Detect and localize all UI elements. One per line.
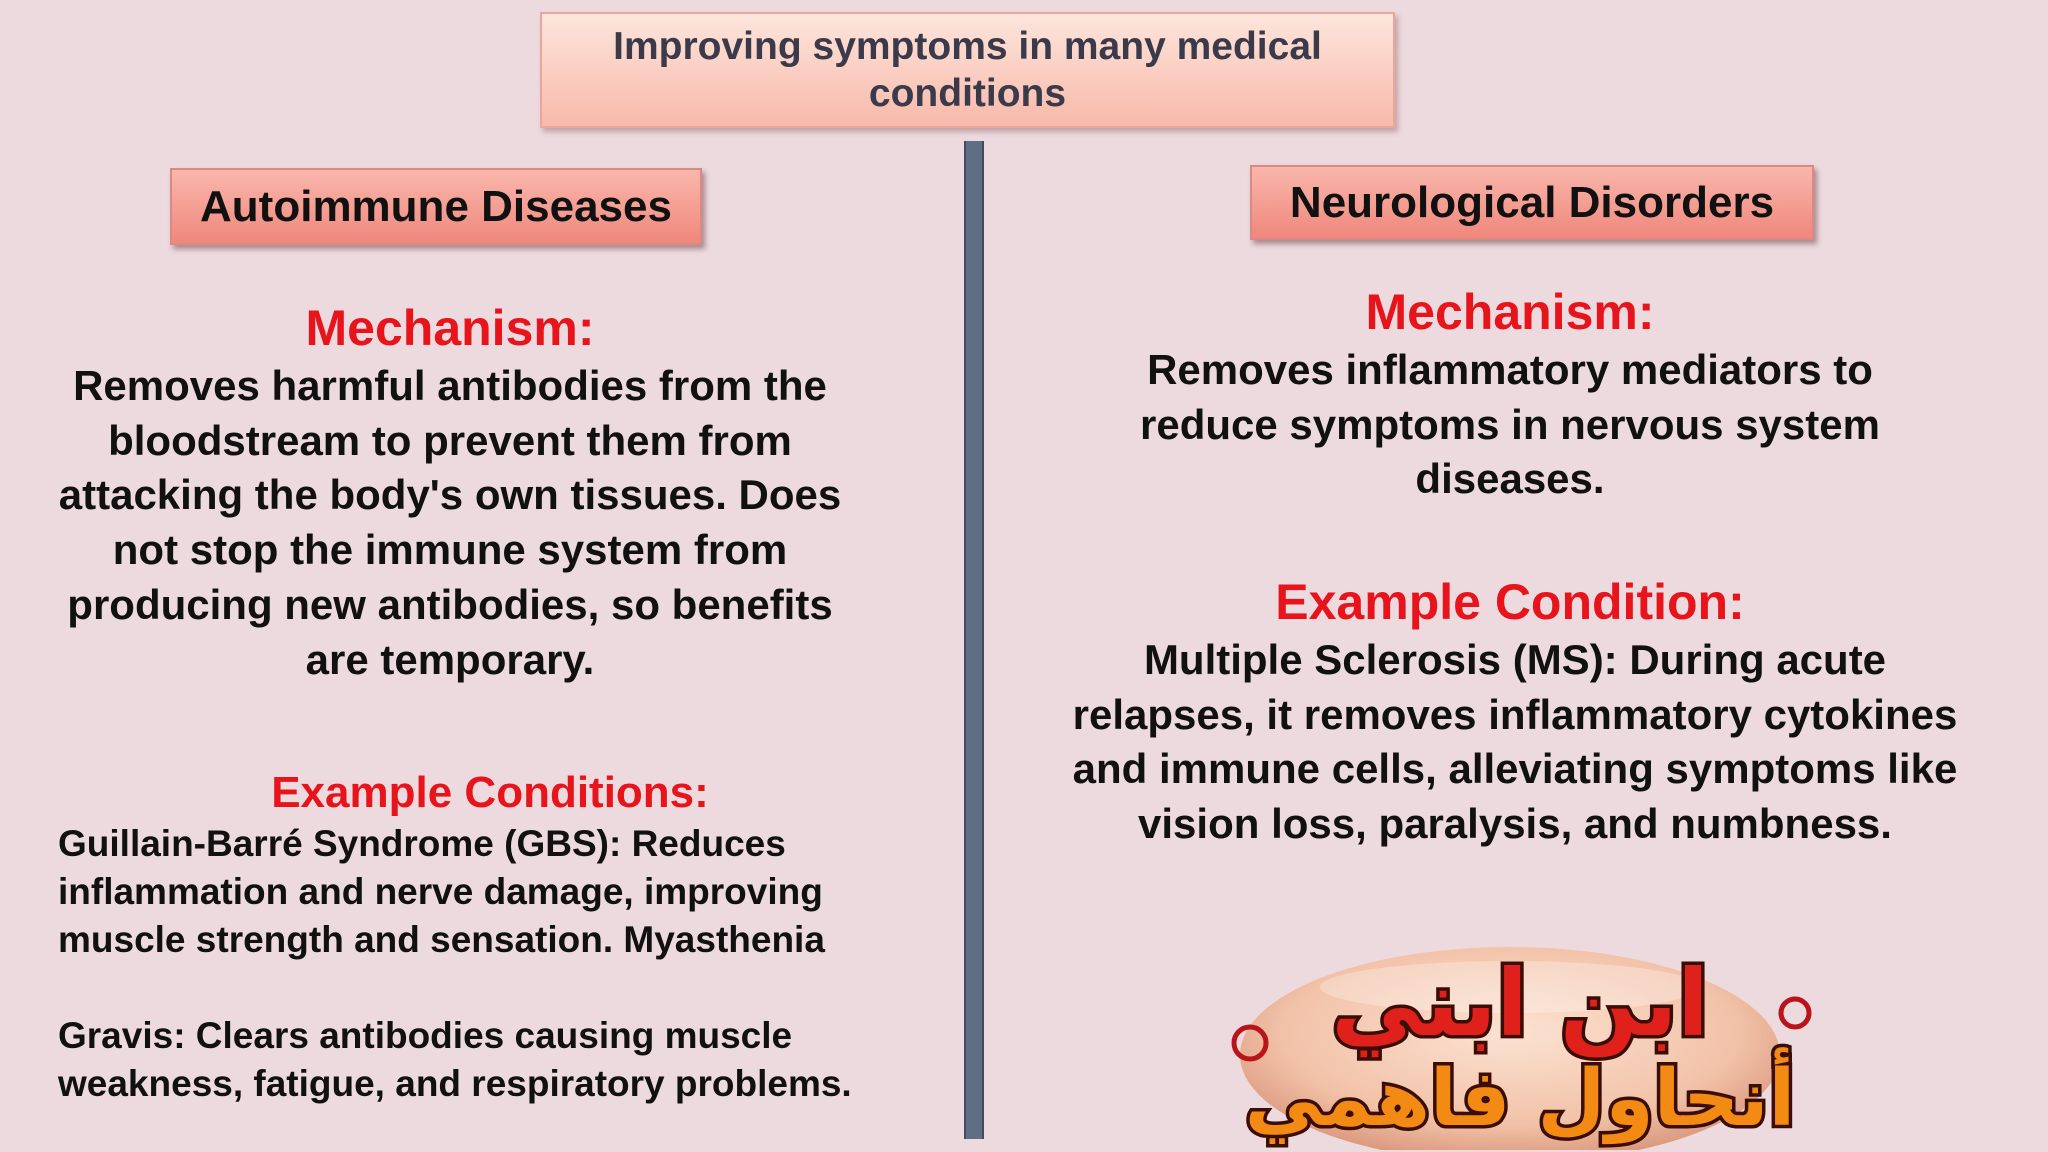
logo-bottom-lettering: أنحاول فاهمي	[1245, 1047, 1796, 1144]
logo-swirl-left	[1231, 1024, 1269, 1062]
autoimmune-examples-label: Example Conditions:	[271, 768, 709, 817]
slide-title: Improving symptoms in many medical condi…	[540, 12, 1395, 128]
channel-logo: ابن ابني أنحاول فاهمي	[1231, 947, 1812, 1150]
neurological-mechanism-label: Mechanism:	[1365, 284, 1655, 340]
autoimmune-mechanism-text: Removes harmful antibodies from the bloo…	[58, 362, 842, 683]
autoimmune-mechanism-label: Mechanism:	[305, 300, 595, 356]
neurological-mechanism-text: Removes inflammatory mediators to reduce…	[1140, 346, 1880, 503]
logo-disc-highlight	[1320, 961, 1700, 1013]
logo-top-lettering: ابن ابني	[1331, 950, 1709, 1058]
neurological-heading: Neurological Disorders	[1250, 165, 1814, 240]
autoimmune-examples-text-1: Guillain-Barré Syndrome (GBS): Reduces i…	[58, 823, 825, 960]
neurological-example-label: Example Condition:	[1275, 574, 1745, 630]
logo-swirl-right	[1778, 996, 1812, 1030]
autoimmune-heading: Autoimmune Diseases	[170, 168, 702, 245]
logo-disc	[1240, 947, 1780, 1150]
center-divider	[964, 141, 984, 1139]
autoimmune-examples-text-2: Gravis: Clears antibodies causing muscle…	[58, 1015, 852, 1104]
neurological-example-text: Multiple Sclerosis (MS): During acute re…	[1072, 636, 1958, 848]
